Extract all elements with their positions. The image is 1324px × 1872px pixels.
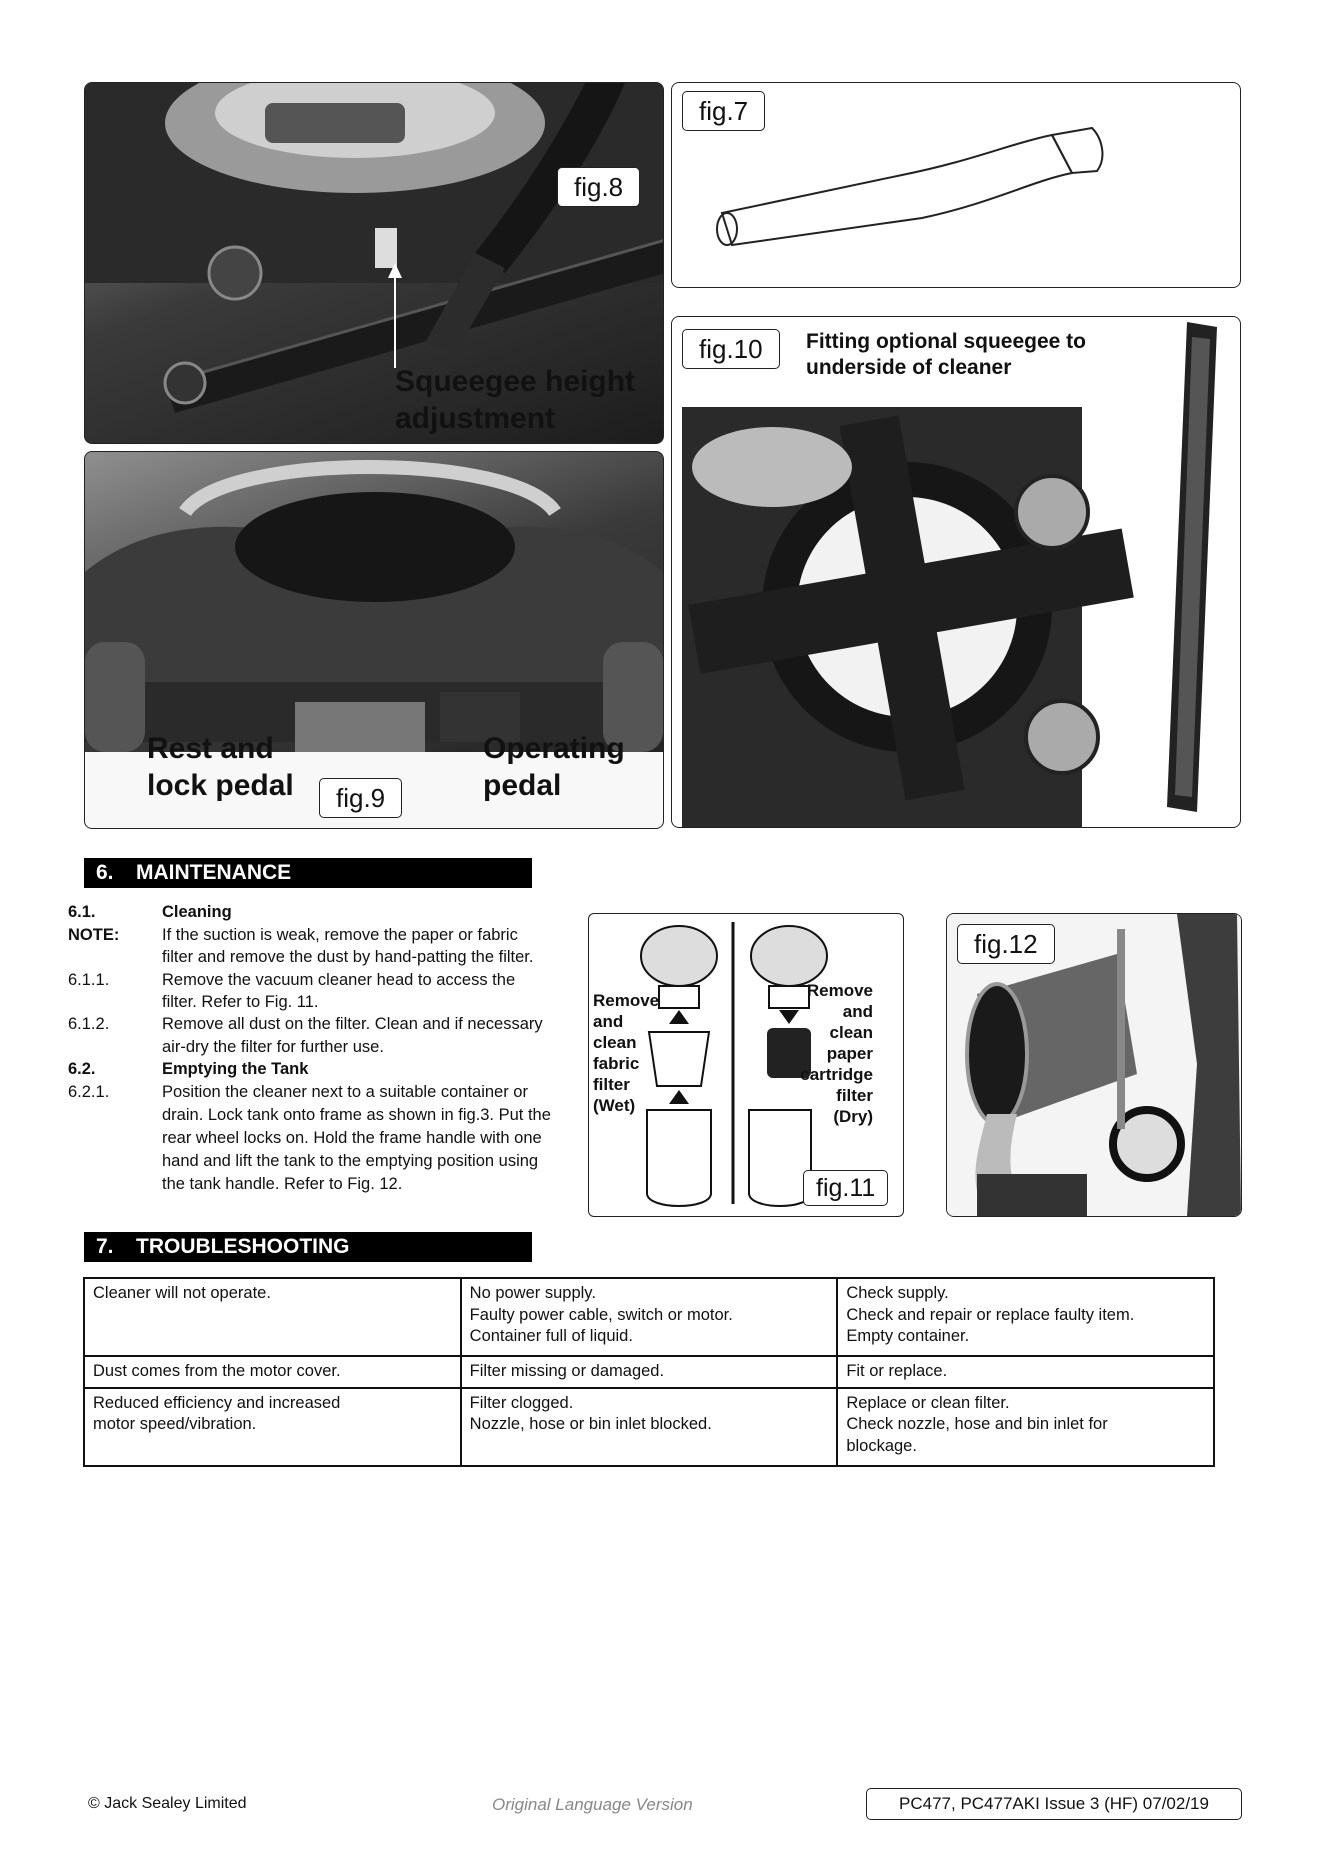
table-row: Cleaner will not operate. No power suppl… xyxy=(83,1277,1215,1357)
fig11-drawing: Remove and clean fabric filter (Wet) Rem… xyxy=(588,913,904,1217)
problem-cell: Cleaner will not operate. xyxy=(83,1277,462,1357)
emptying-tank-illustration xyxy=(947,914,1241,1216)
filter-removal-illustration xyxy=(640,922,828,1207)
fig9-right-caption: Operating pedal xyxy=(483,732,625,802)
fig12-photo: fig.12 xyxy=(946,913,1242,1217)
problem-cell: Reduced efficiency and increased motor s… xyxy=(83,1386,462,1467)
fig9-left-caption: Rest and lock pedal xyxy=(147,732,294,802)
fig11-label: fig.11 xyxy=(803,1170,889,1206)
problem-cell: Dust comes from the motor cover. xyxy=(83,1355,462,1389)
fig11-left-text: Remove and clean fabric filter (Wet) xyxy=(593,991,660,1115)
fig7-drawing: fig.7 xyxy=(671,82,1241,288)
cause-cell: Filter missing or damaged. xyxy=(459,1355,839,1389)
table-row: Dust comes from the motor cover. Filter … xyxy=(83,1355,1215,1389)
footer-issue: PC477, PC477AKI Issue 3 (HF) 07/02/19 xyxy=(866,1788,1242,1820)
fig8-caption: Squeegee height adjustment xyxy=(395,365,636,435)
cause-cell: Filter clogged. Nozzle, hose or bin inle… xyxy=(459,1386,839,1467)
fig9-label: fig.9 xyxy=(319,778,403,818)
remedy-cell: Replace or clean filter. Check nozzle, h… xyxy=(836,1386,1215,1467)
table-row: Reduced efficiency and increased motor s… xyxy=(83,1386,1215,1467)
fig8-photo: fig.8 Squeegee height adjustment xyxy=(84,82,664,444)
cause-cell: No power supply. Faulty power cable, swi… xyxy=(459,1277,839,1357)
fig9-photo: Rest and lock pedal Operating pedal fig.… xyxy=(84,451,664,829)
pedals-photo-illustration xyxy=(85,460,663,828)
remedy-cell: Check supply. Check and repair or replac… xyxy=(836,1277,1215,1357)
maintenance-heading: 6.MAINTENANCE xyxy=(84,858,532,888)
troubleshooting-heading: 7.TROUBLESHOOTING xyxy=(84,1232,532,1262)
fig8-label: fig.8 xyxy=(557,167,641,207)
footer-language: Original Language Version xyxy=(492,1795,693,1814)
troubleshooting-table: Cleaner will not operate. No power suppl… xyxy=(83,1277,1215,1467)
fig10-label: fig.10 xyxy=(682,329,780,369)
fig10-photo: fig.10 Fitting optional squeegee to unde… xyxy=(671,316,1241,828)
crevice-tool-illustration xyxy=(716,126,1104,247)
fig12-label: fig.12 xyxy=(957,924,1055,964)
underside-photo-illustration xyxy=(682,322,1217,827)
fig10-caption: Fitting optional squeegee to underside o… xyxy=(806,330,1086,379)
remedy-cell: Fit or replace. xyxy=(836,1355,1215,1389)
fig11-right-text: Remove and clean paper cartridge filter … xyxy=(800,981,873,1126)
fig7-label: fig.7 xyxy=(682,91,766,131)
footer-copyright: © Jack Sealey Limited xyxy=(88,1795,247,1812)
